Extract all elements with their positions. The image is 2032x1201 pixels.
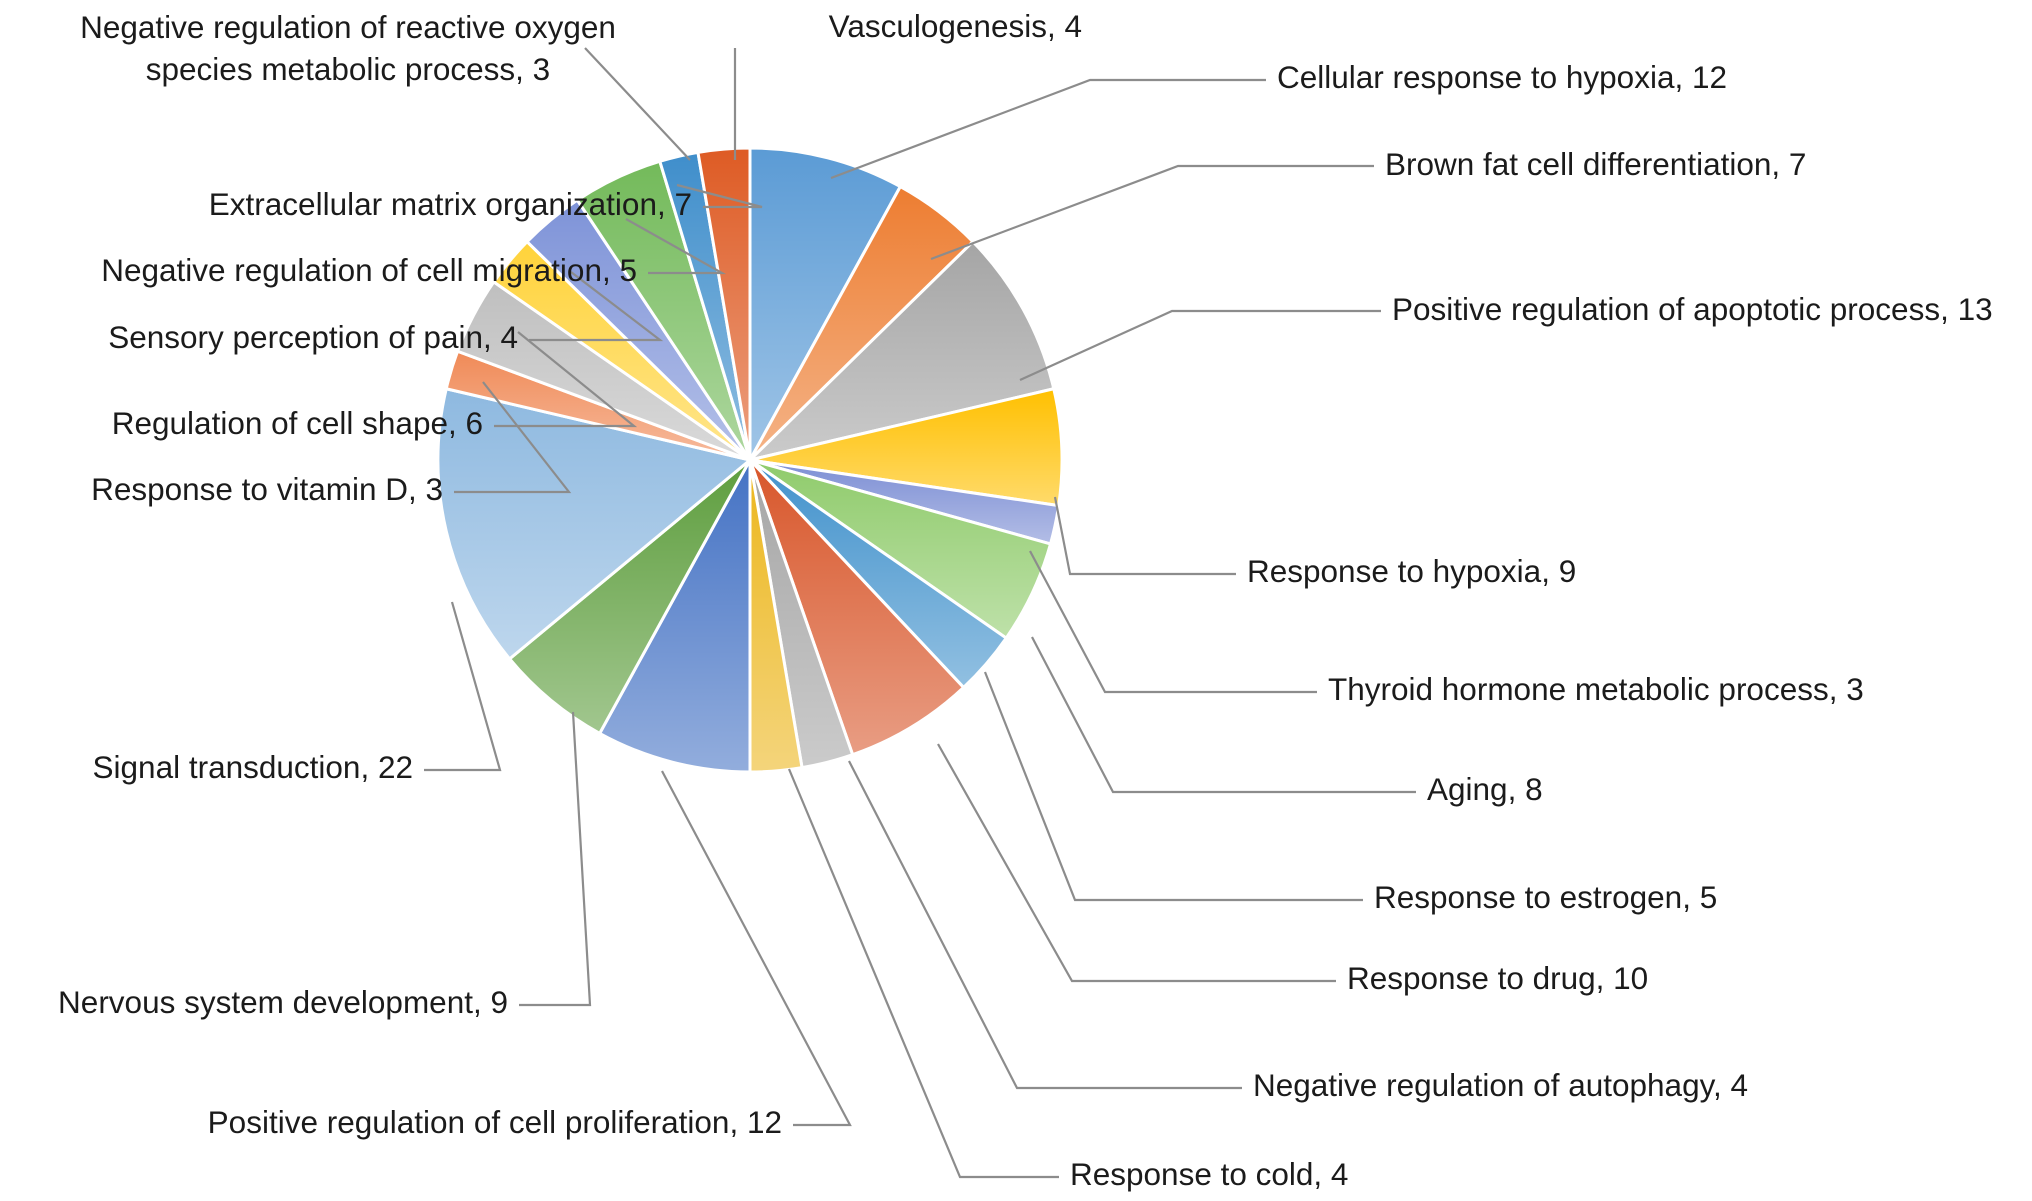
pie-slice-shading	[493, 241, 750, 460]
label-negative-regulation-ros-line1: Negative regulation of reactive oxygen	[80, 9, 616, 45]
pie-slice-shading	[659, 152, 750, 460]
leader-line	[983, 671, 1363, 902]
label-regulation-of-cell-shape: Regulation of cell shape, 6	[112, 405, 483, 441]
pie-slice-shading	[437, 388, 750, 659]
leader-lines	[424, 47, 1416, 1179]
pie-slice-shading	[750, 460, 1051, 639]
label-signal-transduction: Signal transduction, 22	[93, 749, 413, 785]
label-vasculogenesis: Vasculogenesis, 4	[829, 8, 1082, 44]
pie-slice-shading	[750, 460, 803, 772]
label-nervous-system-development: Nervous system development, 9	[58, 984, 508, 1020]
pie-slice-shading	[697, 148, 750, 460]
pie-slice-shading	[750, 186, 973, 460]
pie-slice-shading	[750, 460, 964, 755]
label-cellular-response-to-hypoxia: Cellular response to hypoxia, 12	[1277, 59, 1727, 95]
label-positive-regulation-of-cell-proliferation: Positive regulation of cell proliferatio…	[208, 1104, 782, 1140]
leader-line	[1031, 636, 1416, 794]
label-thyroid-hormone-metabolic-process: Thyroid hormone metabolic process, 3	[1328, 671, 1864, 707]
pie-slice-shading	[750, 460, 1059, 544]
leader-line	[787, 768, 1059, 1179]
leader-line	[676, 183, 763, 209]
label-negative-regulation-of-cell-migration: Negative regulation of cell migration, 5	[101, 252, 637, 288]
leader-line	[830, 78, 1266, 180]
label-response-to-vitamin-d: Response to vitamin D, 3	[91, 471, 443, 507]
leader-line	[1019, 309, 1381, 382]
label-response-to-cold: Response to cold, 4	[1070, 1156, 1348, 1192]
pie-slice-shading	[527, 200, 750, 460]
leader-line	[930, 164, 1374, 261]
pie-slice-shading	[457, 281, 750, 460]
label-sensory-perception-of-pain: Sensory perception of pain, 4	[108, 319, 518, 355]
pie-slice-shading	[750, 241, 1054, 460]
label-negative-regulation-of-autophagy: Negative regulation of autophagy, 4	[1253, 1067, 1748, 1103]
label-negative-regulation-ros-line2: species metabolic process, 3	[146, 51, 550, 87]
leader-line	[519, 711, 592, 1007]
leader-line	[661, 770, 852, 1127]
leader-line	[584, 47, 691, 161]
pie-slice-shading	[750, 388, 1063, 506]
label-aging: Aging, 8	[1427, 771, 1543, 807]
label-response-to-drug: Response to drug, 10	[1347, 960, 1648, 996]
leader-line	[1053, 496, 1236, 576]
label-brown-fat-cell-differentiation: Brown fat cell differentiation, 7	[1385, 146, 1806, 182]
label-response-to-estrogen: Response to estrogen, 5	[1374, 879, 1717, 915]
pie-slice-shading	[446, 351, 750, 460]
pie-slices-shading	[437, 148, 1063, 772]
leader-line	[937, 743, 1336, 983]
leader-line	[625, 218, 727, 275]
leader-line	[1029, 550, 1317, 694]
leader-line	[424, 601, 502, 772]
pie-slice-shading	[599, 460, 750, 772]
leader-line	[494, 331, 638, 428]
pie-slice-shading	[509, 460, 750, 734]
leader-line	[529, 271, 664, 342]
pie-slice-shading	[750, 460, 1007, 688]
label-positive-regulation-of-apoptotic-process: Positive regulation of apoptotic process…	[1392, 291, 1993, 327]
label-response-to-hypoxia: Response to hypoxia, 9	[1247, 553, 1576, 589]
leader-line	[454, 381, 572, 494]
pie-slice-shading	[750, 148, 901, 460]
pie-slice-shading	[750, 460, 853, 768]
label-extracellular-matrix-organization: Extracellular matrix organization, 7	[209, 186, 692, 222]
pie-slice-shading	[577, 161, 750, 460]
leader-line	[848, 760, 1242, 1090]
